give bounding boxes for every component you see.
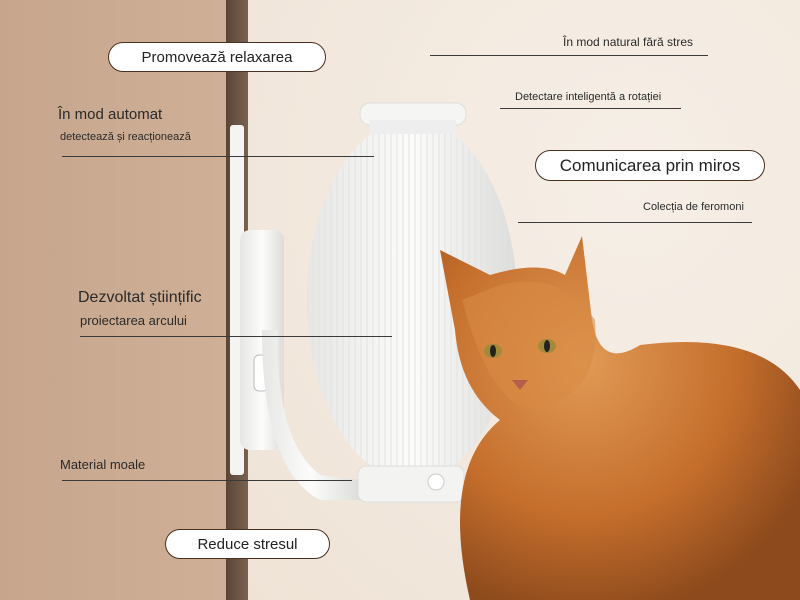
auto-mode-title: În mod automat <box>58 106 163 123</box>
callout-line <box>80 336 392 337</box>
auto-mode-subtitle: detectează și reacționează <box>60 131 191 143</box>
arc-spring <box>262 330 360 500</box>
pill-scent-communication: Comunicarea prin miros <box>535 150 765 181</box>
soft-material-label: Material moale <box>60 457 146 472</box>
callout-line <box>62 480 352 481</box>
scientific-title: Dezvoltat științific <box>78 289 202 306</box>
natural-label: În mod natural fără stres <box>563 35 694 49</box>
pill-reduces-stress: Reduce stresul <box>165 529 330 559</box>
callout-line <box>518 222 752 223</box>
wall-background <box>0 0 226 600</box>
pheromone-label: Colecția de feromoni <box>643 201 744 213</box>
pill-promotes-relaxation: Promovează relaxarea <box>108 42 326 72</box>
callout-line <box>62 156 374 157</box>
cat-image <box>440 236 800 600</box>
rotation-label: Detectare inteligentă a rotației <box>515 91 662 103</box>
callout-line <box>430 55 708 56</box>
callout-line <box>500 108 681 109</box>
scientific-subtitle: proiectarea arcului <box>80 313 187 328</box>
brush-body <box>307 102 517 503</box>
